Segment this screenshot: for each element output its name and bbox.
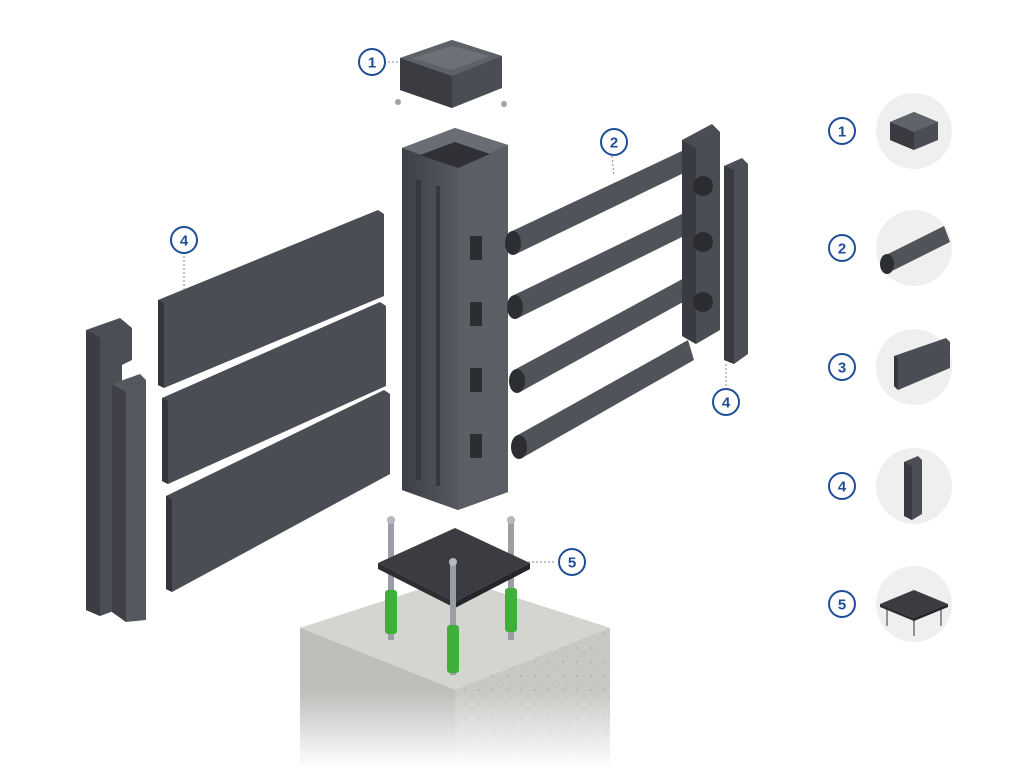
flat-panel (158, 210, 384, 388)
rail-bracket (470, 368, 482, 392)
callout-1: 1 (358, 48, 386, 76)
legend-item-1: 1 (828, 93, 952, 169)
svg-text:2: 2 (838, 241, 846, 258)
u-channel-left (86, 318, 146, 622)
u-channel-icon (904, 456, 922, 520)
legend-item-4: 4 (828, 448, 952, 524)
legend-item-5: 5 (828, 566, 952, 642)
post-cap-icon (890, 112, 938, 150)
right-post-frame (682, 124, 720, 344)
main-post (402, 128, 508, 510)
flat-panel-icon (894, 338, 950, 390)
svg-text:2: 2 (610, 135, 618, 152)
oval-rail (507, 212, 692, 319)
flat-panels (158, 210, 390, 592)
svg-text:5: 5 (838, 597, 846, 614)
oval-rail (511, 340, 694, 459)
oval-rail (505, 150, 690, 255)
legend: 1 2 3 (828, 93, 952, 642)
svg-text:4: 4 (838, 479, 847, 496)
callout-4-left: 4 (170, 226, 198, 254)
flat-panel (162, 302, 386, 484)
svg-text:4: 4 (180, 233, 189, 250)
svg-text:3: 3 (838, 360, 846, 377)
leader-lines (183, 61, 727, 563)
svg-text:4: 4 (722, 395, 731, 412)
oval-rail (509, 276, 694, 393)
base-plate (378, 516, 530, 675)
anchor-bolt (385, 516, 397, 640)
callout-4-right: 4 (712, 388, 740, 416)
post-cap (395, 40, 507, 108)
rail-bracket (470, 434, 482, 458)
oval-rail-icon (880, 226, 950, 274)
svg-text:1: 1 (368, 55, 376, 72)
svg-text:5: 5 (568, 555, 576, 572)
concrete-foundation (290, 578, 620, 768)
anchor-bolt (447, 558, 459, 675)
legend-item-3: 3 (828, 329, 952, 405)
rail-bracket (470, 236, 482, 260)
base-plate-icon (880, 590, 948, 636)
anchor-bolt (505, 516, 517, 640)
callout-2: 2 (600, 128, 628, 156)
oval-rails (505, 150, 694, 459)
u-channel-right (724, 158, 748, 364)
rail-bracket (470, 302, 482, 326)
flat-panel (166, 390, 390, 592)
legend-item-2: 2 (828, 210, 952, 286)
callout-5: 5 (558, 548, 586, 576)
svg-text:1: 1 (838, 124, 846, 141)
